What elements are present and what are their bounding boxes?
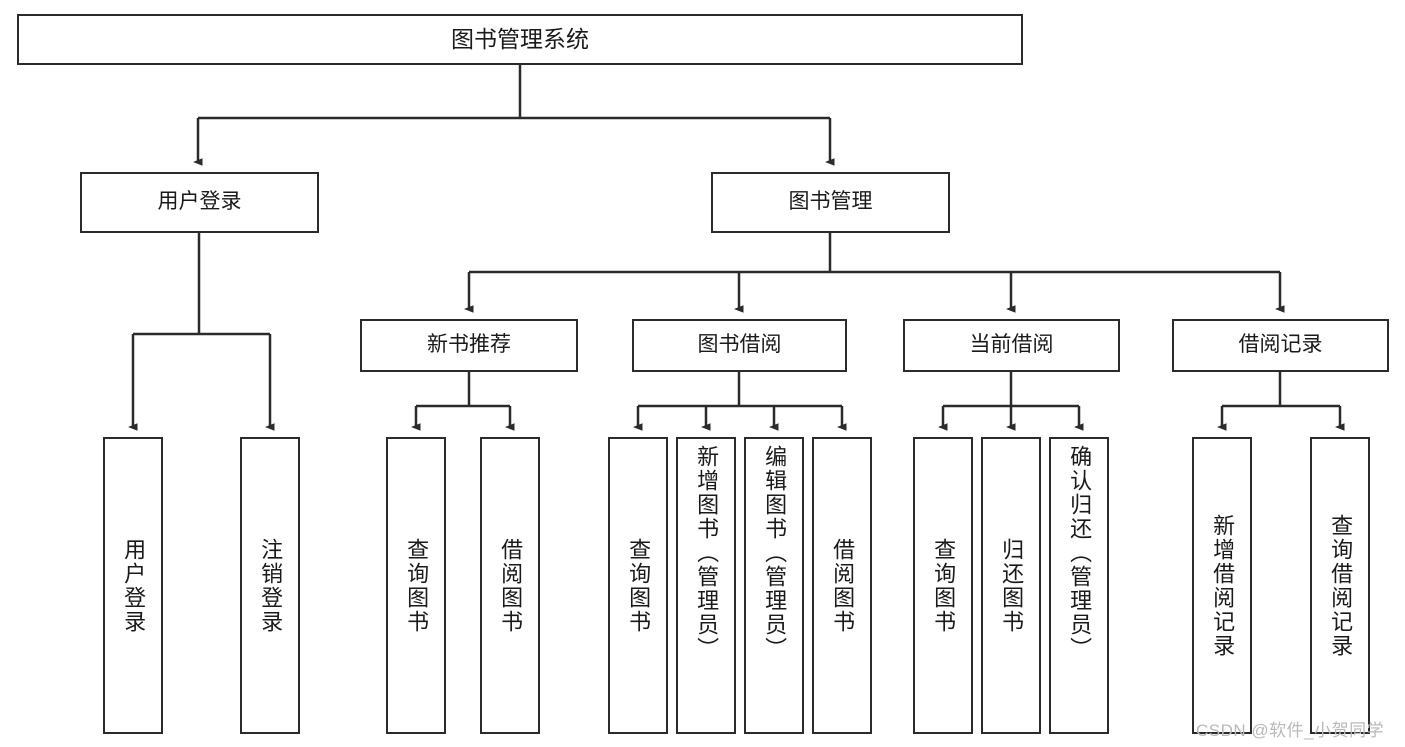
node-root-label: 图书管理系统 [451, 26, 589, 53]
node-leaf-add-book-label: 新增图书（管理员） [694, 445, 720, 661]
node-current-borrow-label: 当前借阅 [969, 333, 1054, 357]
node-leaf-add-book[interactable]: 新增图书（管理员） [676, 437, 736, 734]
node-leaf-borrow-book-1[interactable]: 借阅图书 [480, 437, 540, 734]
node-book-borrow[interactable]: 图书借阅 [632, 319, 847, 372]
node-leaf-query-book-2-label: 查询图书 [626, 537, 652, 634]
node-leaf-borrow-book-1-label: 借阅图书 [498, 537, 524, 634]
node-leaf-user-logout[interactable]: 注销登录 [240, 437, 300, 734]
node-borrow-record-label: 借阅记录 [1238, 333, 1323, 357]
node-leaf-query-book-3[interactable]: 查询图书 [913, 437, 973, 734]
node-leaf-edit-book-label: 编辑图书（管理员） [762, 445, 788, 661]
node-book-manage[interactable]: 图书管理 [711, 172, 950, 233]
node-leaf-query-record[interactable]: 查询借阅记录 [1310, 437, 1370, 734]
node-borrow-record[interactable]: 借阅记录 [1172, 319, 1389, 372]
node-leaf-query-book-1[interactable]: 查询图书 [386, 437, 446, 734]
node-leaf-add-record-label: 新增借阅记录 [1210, 513, 1236, 658]
node-leaf-borrow-book-2[interactable]: 借阅图书 [812, 437, 872, 734]
watermark-text: CSDN @软件_小贺同学 [1196, 721, 1385, 740]
node-user-login-label: 用户登录 [157, 190, 242, 214]
node-leaf-return-book-label: 归还图书 [999, 537, 1025, 634]
node-leaf-confirm-return-label: 确认归还（管理员） [1067, 445, 1093, 661]
node-book-manage-label: 图书管理 [788, 190, 873, 214]
node-leaf-return-book[interactable]: 归还图书 [981, 437, 1041, 734]
node-leaf-query-book-2[interactable]: 查询图书 [608, 437, 668, 734]
node-root[interactable]: 图书管理系统 [17, 14, 1023, 65]
node-leaf-add-record[interactable]: 新增借阅记录 [1192, 437, 1252, 734]
node-current-borrow[interactable]: 当前借阅 [903, 319, 1120, 372]
node-user-login[interactable]: 用户登录 [80, 172, 319, 233]
node-leaf-user-login-label: 用户登录 [121, 537, 147, 634]
node-leaf-user-login[interactable]: 用户登录 [103, 437, 163, 734]
node-leaf-borrow-book-2-label: 借阅图书 [830, 537, 856, 634]
node-leaf-query-record-label: 查询借阅记录 [1328, 513, 1354, 658]
node-leaf-edit-book[interactable]: 编辑图书（管理员） [744, 437, 804, 734]
node-new-book-recommend-label: 新书推荐 [427, 333, 511, 357]
node-leaf-query-book-1-label: 查询图书 [404, 537, 430, 634]
node-book-borrow-label: 图书借阅 [697, 333, 782, 357]
node-leaf-confirm-return[interactable]: 确认归还（管理员） [1049, 437, 1109, 734]
node-leaf-user-logout-label: 注销登录 [258, 537, 284, 634]
node-leaf-query-book-3-label: 查询图书 [931, 537, 957, 634]
node-new-book-recommend[interactable]: 新书推荐 [360, 319, 578, 372]
